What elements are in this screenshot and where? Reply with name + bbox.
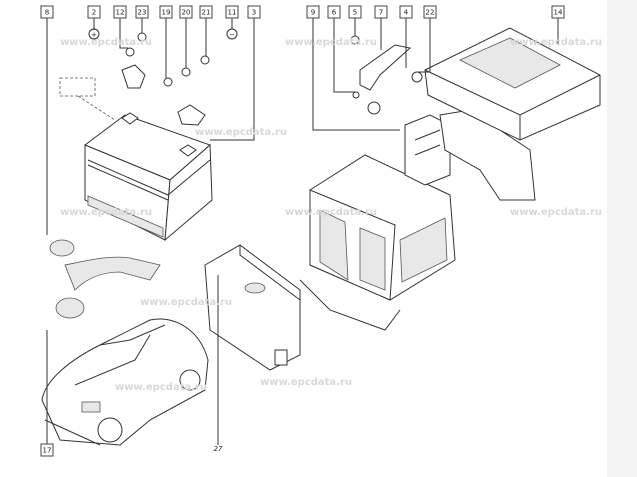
callout-box xyxy=(113,5,127,19)
leader-line xyxy=(418,18,431,73)
callout-7: 7 xyxy=(379,9,383,17)
callout-box xyxy=(423,5,437,19)
callout-27: 27 xyxy=(214,445,223,453)
negative-symbol-text: − xyxy=(229,31,235,39)
callout-box xyxy=(87,5,101,19)
hold-down-strap xyxy=(350,35,423,115)
callout-box xyxy=(135,5,149,19)
callout-box xyxy=(225,5,239,19)
callout-14: 14 xyxy=(554,9,563,17)
callout-2: 2 xyxy=(92,9,96,17)
watermark: www.epcdata.ru xyxy=(285,207,377,218)
callout-9: 9 xyxy=(311,9,315,17)
callout-5: 5 xyxy=(353,9,357,17)
watermark: www.epcdata.ru xyxy=(195,127,287,138)
watermark: www.epcdata.ru xyxy=(115,382,207,393)
positive-symbol-text: + xyxy=(91,31,97,39)
fuse-box xyxy=(404,109,536,201)
callout-11: 11 xyxy=(228,9,237,17)
callout-box xyxy=(40,443,54,457)
callout-box xyxy=(551,5,565,19)
callout-box xyxy=(327,5,341,19)
callout-20: 20 xyxy=(182,9,191,17)
callout-17: 17 xyxy=(43,447,52,455)
watermark: www.epcdata.ru xyxy=(140,297,232,308)
watermark: www.epcdata.ru xyxy=(285,37,377,48)
callout-8: 8 xyxy=(45,9,49,17)
callouts: 8 2 12 23 19 20 21 11 3 9 6 5 7 4 22 14 17 27 xyxy=(40,5,565,457)
callout-12: 12 xyxy=(116,9,125,17)
battery-top-cover xyxy=(424,27,601,141)
callout-box xyxy=(40,5,54,19)
callout-box xyxy=(306,5,320,19)
callout-19: 19 xyxy=(162,9,171,17)
callout-23: 23 xyxy=(138,9,147,17)
vehicle-location-view xyxy=(41,318,209,446)
watermark: www.epcdata.ru xyxy=(510,37,602,48)
leader-line xyxy=(312,18,400,131)
callout-6: 6 xyxy=(332,9,337,17)
page-edge xyxy=(607,0,637,477)
battery-insulation-cover xyxy=(204,244,301,371)
negative-terminal-clamp: − xyxy=(163,28,238,126)
battery-tray xyxy=(299,154,456,331)
callout-box xyxy=(348,5,362,19)
watermark: www.epcdata.ru xyxy=(260,377,352,388)
callout-box xyxy=(179,5,193,19)
callout-box xyxy=(399,5,413,19)
callout-4: 4 xyxy=(404,9,409,17)
watermarks: www.epcdata.ru www.epcdata.ru www.epcdata.… xyxy=(60,37,602,393)
callout-21: 21 xyxy=(202,9,211,17)
callout-box xyxy=(374,5,388,19)
watermark: www.epcdata.ru xyxy=(60,207,152,218)
leader-line xyxy=(333,18,356,93)
callout-box xyxy=(159,5,173,19)
callout-22: 22 xyxy=(426,9,435,17)
callout-3: 3 xyxy=(252,9,256,17)
callout-box xyxy=(247,5,261,19)
leader-line xyxy=(119,18,128,49)
watermark: www.epcdata.ru xyxy=(60,37,152,48)
battery-label-placeholder xyxy=(59,77,96,97)
vent-hose xyxy=(49,239,161,319)
battery xyxy=(83,112,213,242)
leader-line xyxy=(210,18,255,141)
watermark: www.epcdata.ru xyxy=(510,207,602,218)
callout-box xyxy=(199,5,213,19)
